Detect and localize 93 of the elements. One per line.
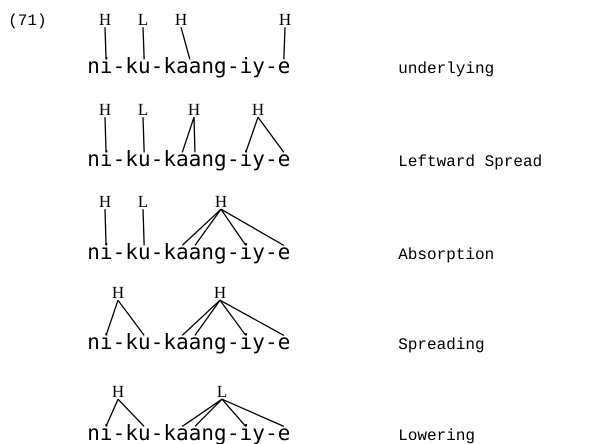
tone-letter: H (188, 104, 200, 115)
association-line (193, 117, 196, 152)
association-line (104, 27, 107, 60)
tone-letter: H (99, 104, 111, 115)
syllable: kaang (166, 333, 225, 354)
syllable: iy (241, 57, 264, 78)
hyphen: - (116, 66, 122, 68)
association-line (182, 398, 222, 427)
hyphen: - (230, 342, 236, 344)
association-line (283, 27, 286, 60)
hyphen: - (116, 433, 122, 436)
hyphen: - (230, 66, 236, 68)
syllable: e (278, 337, 290, 350)
stage-label: Lowering (400, 428, 474, 444)
tone-letter: H (252, 104, 264, 115)
hyphen: - (230, 433, 236, 436)
syllable: ku (128, 57, 149, 74)
syllable: iy (241, 424, 264, 444)
association-line (117, 300, 145, 336)
association-line (220, 208, 284, 246)
syllable: iy (241, 243, 264, 264)
syllable: kaang (166, 57, 225, 78)
association-line (118, 398, 145, 427)
association-line (245, 116, 259, 153)
association-line (220, 208, 246, 246)
association-line (182, 300, 220, 336)
association-line (180, 27, 190, 60)
association-line (219, 300, 246, 336)
syllable: ni (89, 150, 112, 166)
hyphen: - (230, 252, 236, 254)
hyphen: - (154, 342, 160, 344)
syllable: ku (128, 333, 149, 350)
syllable: e (278, 154, 290, 166)
syllable: e (278, 247, 290, 260)
hyphen: - (116, 159, 122, 162)
tone-letter: H (214, 286, 226, 298)
association-line (105, 300, 119, 336)
hyphen: - (268, 342, 274, 344)
syllable: e (278, 428, 290, 440)
tone-letter: L (138, 196, 148, 207)
stage-label: Absorption (398, 247, 493, 262)
association-line (194, 398, 222, 427)
association-line (104, 209, 107, 246)
association-line (257, 116, 284, 153)
hyphen: - (116, 252, 122, 254)
hyphen: - (154, 66, 160, 68)
hyphen: - (116, 342, 122, 344)
hyphen: - (154, 252, 160, 254)
hyphen: - (268, 252, 274, 254)
association-line (104, 117, 107, 152)
association-line (222, 398, 284, 427)
tone-letter: H (99, 196, 111, 207)
example-number: (71) (10, 13, 44, 28)
association-line (142, 27, 145, 60)
syllable: ni (89, 333, 112, 349)
association-line (222, 398, 246, 427)
tone-letter: L (217, 386, 226, 397)
association-line (142, 117, 145, 152)
tone-letter: H (279, 14, 291, 25)
tone-letter: L (138, 104, 148, 115)
tone-letter: H (112, 386, 124, 397)
tone-letter: H (112, 286, 124, 298)
stage-label: Spreading (398, 337, 484, 352)
syllable: e (278, 61, 290, 74)
syllable: ku (128, 424, 149, 440)
association-line (194, 208, 222, 246)
hyphen: - (154, 159, 160, 162)
association-line (142, 209, 145, 246)
tone-letter: H (99, 14, 111, 25)
stage-label: Leftward Spread (400, 154, 541, 170)
hyphen: - (154, 433, 160, 436)
association-line (220, 300, 284, 336)
tone-letter: H (215, 196, 227, 207)
association-line (194, 300, 221, 336)
association-line (182, 208, 222, 246)
hyphen: - (268, 433, 274, 436)
hyphen: - (268, 66, 274, 68)
tone-letter: H (175, 14, 187, 25)
syllable: iy (241, 150, 264, 170)
hyphen: - (230, 159, 236, 162)
syllable: ku (128, 150, 149, 166)
syllable: ni (89, 424, 112, 440)
syllable: kaang (166, 150, 225, 171)
syllable: kaang (166, 243, 225, 264)
association-line (182, 117, 195, 153)
syllable: ni (89, 57, 112, 73)
hyphen: - (268, 159, 274, 162)
syllable: ku (128, 243, 149, 260)
syllable: iy (241, 333, 264, 354)
stage-label: underlying (400, 61, 493, 76)
tone-letter: L (138, 14, 148, 25)
association-line (105, 398, 119, 427)
syllable: ni (89, 243, 112, 259)
